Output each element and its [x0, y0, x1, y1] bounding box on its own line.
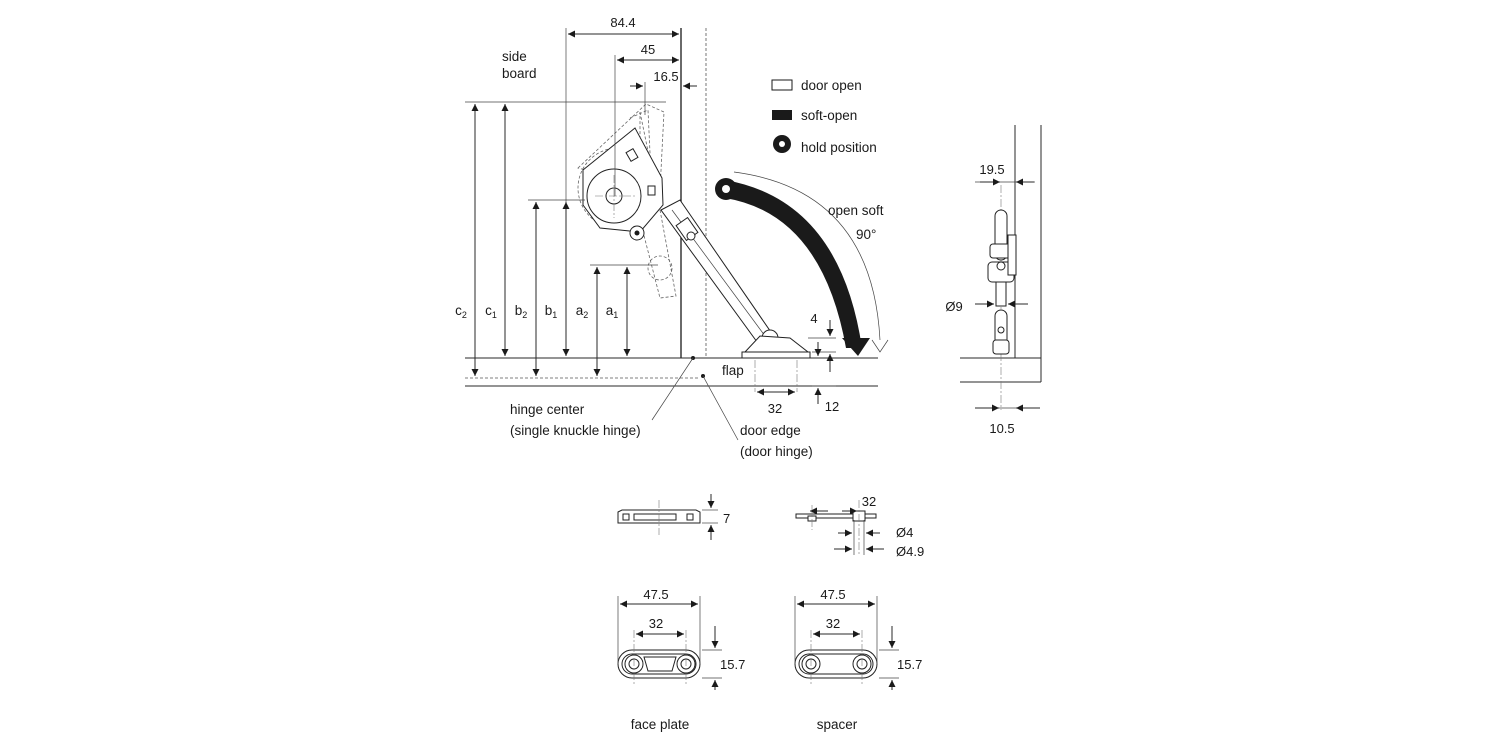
vertical-dim-base: c — [485, 303, 492, 318]
dim-10-5: 10.5 — [989, 421, 1014, 436]
soft-open-swatch — [772, 110, 792, 120]
side-view: 19.5 Ø9 10.5 — [945, 125, 1042, 436]
legend-soft-open: soft-open — [801, 108, 857, 123]
stay-mechanism — [582, 127, 811, 359]
dim-dia9: Ø9 — [945, 299, 962, 314]
angle-label: 90° — [856, 227, 876, 242]
dim-84-4: 84.4 — [610, 15, 635, 30]
vertical-dim-subscript: 2 — [462, 310, 467, 320]
dim-4: 4 — [810, 311, 817, 326]
spacer-label: spacer — [817, 717, 858, 732]
open-soft-label: open soft — [828, 203, 884, 218]
vertical-dim-label-a2: a2 — [576, 303, 589, 320]
vertical-dim-label-b2: b2 — [515, 303, 528, 320]
door-edge-note: (door hinge) — [740, 444, 813, 459]
vertical-dim-subscript: 1 — [552, 310, 557, 320]
hinge-center-note: (single knuckle hinge) — [510, 423, 641, 438]
dim-32-side: 32 — [862, 494, 876, 509]
vertical-dim-base: b — [515, 303, 523, 318]
dim-15-7-spacer: 15.7 — [897, 657, 922, 672]
dim-45: 45 — [641, 42, 655, 57]
hinge-center-label: hinge center — [510, 402, 585, 417]
vertical-dim-base: a — [606, 303, 614, 318]
main-elevation-view: side board 84.4 45 16.5 4 12 32 flap hin… — [455, 15, 889, 459]
dim-47-5-face-plate: 47.5 — [643, 587, 668, 602]
dim-32-main: 32 — [768, 401, 782, 416]
legend-hold-position: hold position — [801, 140, 877, 155]
dim-7: 7 — [723, 511, 730, 526]
dim-dia4-9: Ø4.9 — [896, 544, 924, 559]
dim-32-spacer: 32 — [826, 616, 840, 631]
door-edge-label: door edge — [740, 423, 801, 438]
vertical-dim-label-a1: a1 — [606, 303, 619, 320]
dim-12: 12 — [825, 399, 839, 414]
side-board-label-2: board — [502, 66, 537, 81]
flap-label: flap — [722, 363, 744, 378]
dim-47-5-spacer: 47.5 — [820, 587, 845, 602]
vertical-dim-base: b — [545, 303, 553, 318]
face-plate-side-view: 7 — [617, 494, 730, 540]
dim-32-face-plate: 32 — [649, 616, 663, 631]
vertical-dim-label-c1: c1 — [485, 303, 497, 320]
dim-16-5: 16.5 — [653, 69, 678, 84]
spacer-side-view: 32 Ø4 Ø4.9 — [795, 494, 924, 559]
vertical-dim-subscript: 2 — [583, 310, 588, 320]
legend-door-open: door open — [801, 78, 862, 93]
door-edge-leader — [702, 375, 739, 441]
dim-19-5: 19.5 — [979, 162, 1004, 177]
vertical-dim-base: c — [455, 303, 462, 318]
dim-15-7-face-plate: 15.7 — [720, 657, 745, 672]
vertical-dim-label-b1: b1 — [545, 303, 558, 320]
door-open-swatch — [771, 79, 793, 91]
dim-dia4: Ø4 — [896, 525, 913, 540]
vertical-dim-subscript: 2 — [522, 310, 527, 320]
hinge-center-leader — [651, 357, 694, 421]
side-board-label-1: side — [502, 49, 527, 64]
vertical-dim-base: a — [576, 303, 584, 318]
face-plate-top-view: 47.5 32 15.7 face plate — [617, 587, 745, 732]
vertical-dim-subscript: 1 — [492, 310, 497, 320]
spacer-top-view: 47.5 32 15.7 spacer — [794, 587, 922, 732]
vertical-dim-label-c2: c2 — [455, 303, 467, 320]
legend: door open soft-open hold position — [771, 78, 877, 155]
open-soft-arrow-icon — [715, 171, 889, 356]
vertical-dim-subscript: 1 — [613, 310, 618, 320]
face-plate-label: face plate — [631, 717, 690, 732]
